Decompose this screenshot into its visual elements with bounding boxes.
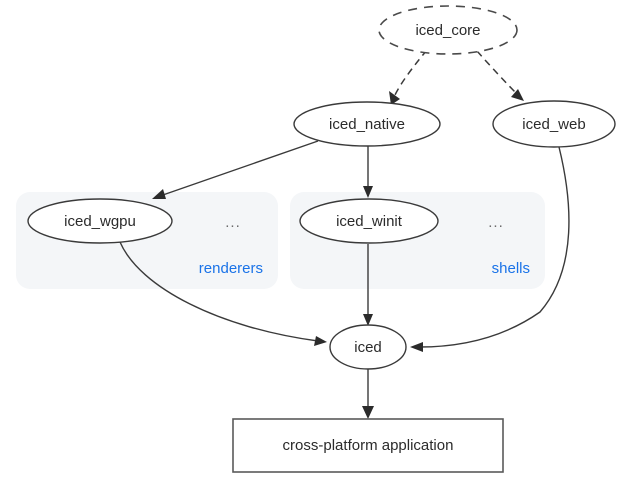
node-iced-shape[interactable] xyxy=(329,324,407,370)
arrow-head xyxy=(389,91,400,105)
cluster-shells-label: shells xyxy=(492,260,530,277)
cluster-renderers-label: renderers xyxy=(199,260,263,277)
arrow-head xyxy=(152,189,166,199)
edge-path xyxy=(476,50,519,96)
node-iced-winit-label: iced_winit xyxy=(336,213,403,230)
node-cross-platform-application[interactable]: cross-platform application xyxy=(232,418,504,473)
node-app-shape[interactable] xyxy=(232,418,504,473)
node-iced-web[interactable]: iced_web xyxy=(492,100,616,148)
node-iced-core-shape[interactable] xyxy=(378,5,518,55)
cluster-renderers-ellipsis: ... xyxy=(225,214,241,231)
arrow-head xyxy=(314,336,327,346)
arrow-head xyxy=(363,314,373,326)
edge-iced-core-to-iced-web xyxy=(476,50,524,101)
node-iced-web-shape[interactable] xyxy=(492,100,616,148)
edge-iced-wgpu-to-iced xyxy=(119,241,327,346)
edge-iced-web-to-iced xyxy=(410,146,570,352)
node-iced[interactable]: iced xyxy=(329,324,407,370)
node-iced-core-label: iced_core xyxy=(415,22,480,39)
edge-iced-native-to-iced-winit xyxy=(363,144,373,198)
edge-path xyxy=(119,241,319,342)
arrow-head xyxy=(362,406,374,419)
node-iced-native-shape[interactable] xyxy=(293,101,441,147)
node-iced-native[interactable]: iced_native xyxy=(293,101,441,147)
arrow-head xyxy=(511,89,524,101)
node-iced-winit[interactable]: iced_winit xyxy=(299,198,439,244)
edge-path xyxy=(159,140,319,197)
cluster-shells-ellipsis: ... xyxy=(488,214,504,231)
node-iced-wgpu-shape[interactable] xyxy=(27,198,173,244)
edge-iced-to-app xyxy=(362,369,374,419)
node-iced-wgpu-label: iced_wgpu xyxy=(64,213,136,230)
node-iced-winit-shape[interactable] xyxy=(299,198,439,244)
arrow-head xyxy=(410,342,423,352)
edge-path xyxy=(393,49,428,98)
node-iced-wgpu[interactable]: iced_wgpu xyxy=(27,198,173,244)
node-iced-core[interactable]: iced_core xyxy=(378,5,518,55)
node-iced-native-label: iced_native xyxy=(329,116,405,133)
node-iced-web-label: iced_web xyxy=(522,116,585,133)
node-iced-label: iced xyxy=(354,339,382,356)
arrow-head xyxy=(363,186,373,198)
node-app-label: cross-platform application xyxy=(283,437,454,454)
edge-iced-winit-to-iced xyxy=(363,244,373,326)
edge-iced-core-to-iced-native xyxy=(389,49,428,105)
edge-path xyxy=(418,146,570,348)
edge-iced-native-to-iced-wgpu xyxy=(152,140,319,199)
